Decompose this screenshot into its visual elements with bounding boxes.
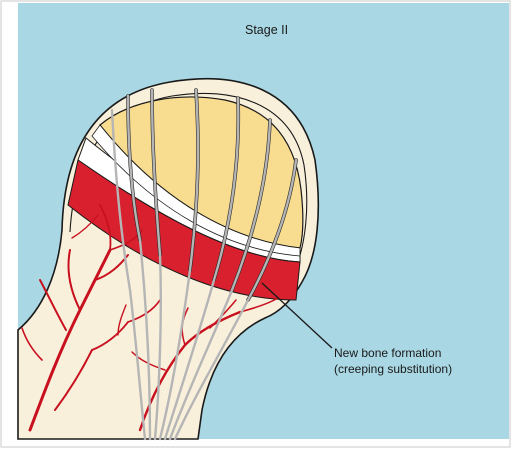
callout-label-line-2: (creeping substitution) (334, 362, 452, 376)
callout-label-line-1: New bone formation (334, 346, 441, 360)
diagram-title: Stage II (245, 23, 288, 37)
